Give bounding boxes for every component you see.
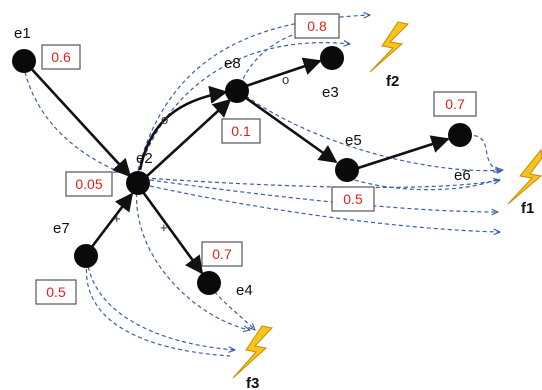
probability-boxes: 0.6 0.05 0.8 0.7 0.5 0.7 0.5 0.1 <box>35 13 477 305</box>
probability-value: 0.6 <box>51 49 71 65</box>
probability-box-e5: 0.5 <box>331 186 375 212</box>
edge-e2-e8-curved <box>138 85 228 171</box>
dashed-edge <box>24 71 120 172</box>
dashed-edge <box>149 179 498 212</box>
probability-value: 0.5 <box>46 284 66 300</box>
node-labels: e1 e2 e3 e4 e5 e6 e7 e8 <box>14 25 471 299</box>
node-e7 <box>74 244 98 268</box>
edge-e7-e2 <box>86 192 134 253</box>
probability-value: 0.7 <box>445 96 465 112</box>
edge-e8-e3 <box>245 57 322 88</box>
probability-value: 0.1 <box>231 123 251 139</box>
edge-e8-e5 <box>245 96 338 164</box>
lightning-bolt-icon <box>507 148 542 205</box>
node-label-e5: e5 <box>345 132 362 149</box>
edge-sign: o <box>282 72 289 87</box>
edge-e2-e8 <box>146 98 232 177</box>
solid-edges <box>26 57 450 275</box>
node-label-e1: e1 <box>14 25 31 42</box>
dashed-edge <box>144 177 500 188</box>
node-label-e6: e6 <box>454 167 471 184</box>
node-label-e8: e8 <box>224 55 241 72</box>
dashed-edge <box>209 285 255 330</box>
probability-box-e1: 0.6 <box>41 44 81 70</box>
edge-e1-e2 <box>26 63 132 178</box>
node-label-e3: e3 <box>322 84 339 101</box>
fault-label-f3: f3 <box>246 375 259 390</box>
node-label-e7: e7 <box>53 220 70 237</box>
probability-value: 0.5 <box>343 191 363 207</box>
dashed-edge <box>149 185 500 232</box>
dashed-edge <box>86 259 235 350</box>
dashed-edge <box>85 261 231 357</box>
node-label-e2: e2 <box>136 150 153 167</box>
probability-value: 0.05 <box>75 176 102 192</box>
fault-label-f2: f2 <box>386 73 399 90</box>
probability-value: 0.7 <box>212 246 232 262</box>
lightning-bolt-icon <box>232 325 273 379</box>
dashed-edge <box>135 185 250 330</box>
node-e6 <box>448 123 472 147</box>
lightning-bolt-icon <box>369 21 410 73</box>
graph-nodes <box>12 46 472 295</box>
probability-box-e8: 0.1 <box>221 118 261 144</box>
node-e2 <box>126 171 150 195</box>
probability-box-e3: 0.8 <box>294 13 340 39</box>
node-e4 <box>197 271 221 295</box>
fault-label-f1: f1 <box>521 200 534 217</box>
edge-e2-e4 <box>141 191 204 275</box>
edge-sign: + <box>113 211 121 226</box>
node-e1 <box>12 49 36 73</box>
dashed-edge <box>347 177 501 191</box>
probability-box-e6: 0.7 <box>433 91 477 117</box>
node-label-e4: e4 <box>236 282 253 299</box>
dashed-edge <box>239 21 341 86</box>
dashed-edge <box>239 91 503 171</box>
edge-signs: + + o o <box>113 72 289 235</box>
node-e8 <box>225 79 249 103</box>
dashed-edge <box>137 43 350 173</box>
fault-f3: f3 <box>232 325 273 390</box>
probability-box-e4: 0.7 <box>201 241 243 267</box>
probability-box-e2: 0.05 <box>65 171 113 197</box>
edge-e5-e6 <box>357 135 450 170</box>
node-e3 <box>320 46 344 70</box>
probability-box-e7: 0.5 <box>35 279 77 305</box>
fault-f2: f2 <box>369 21 410 90</box>
node-e5 <box>335 158 359 182</box>
probability-value: 0.8 <box>307 18 327 34</box>
edge-sign: + <box>160 220 168 235</box>
edge-sign: o <box>161 112 168 127</box>
fault-f1: f1 <box>507 148 542 217</box>
